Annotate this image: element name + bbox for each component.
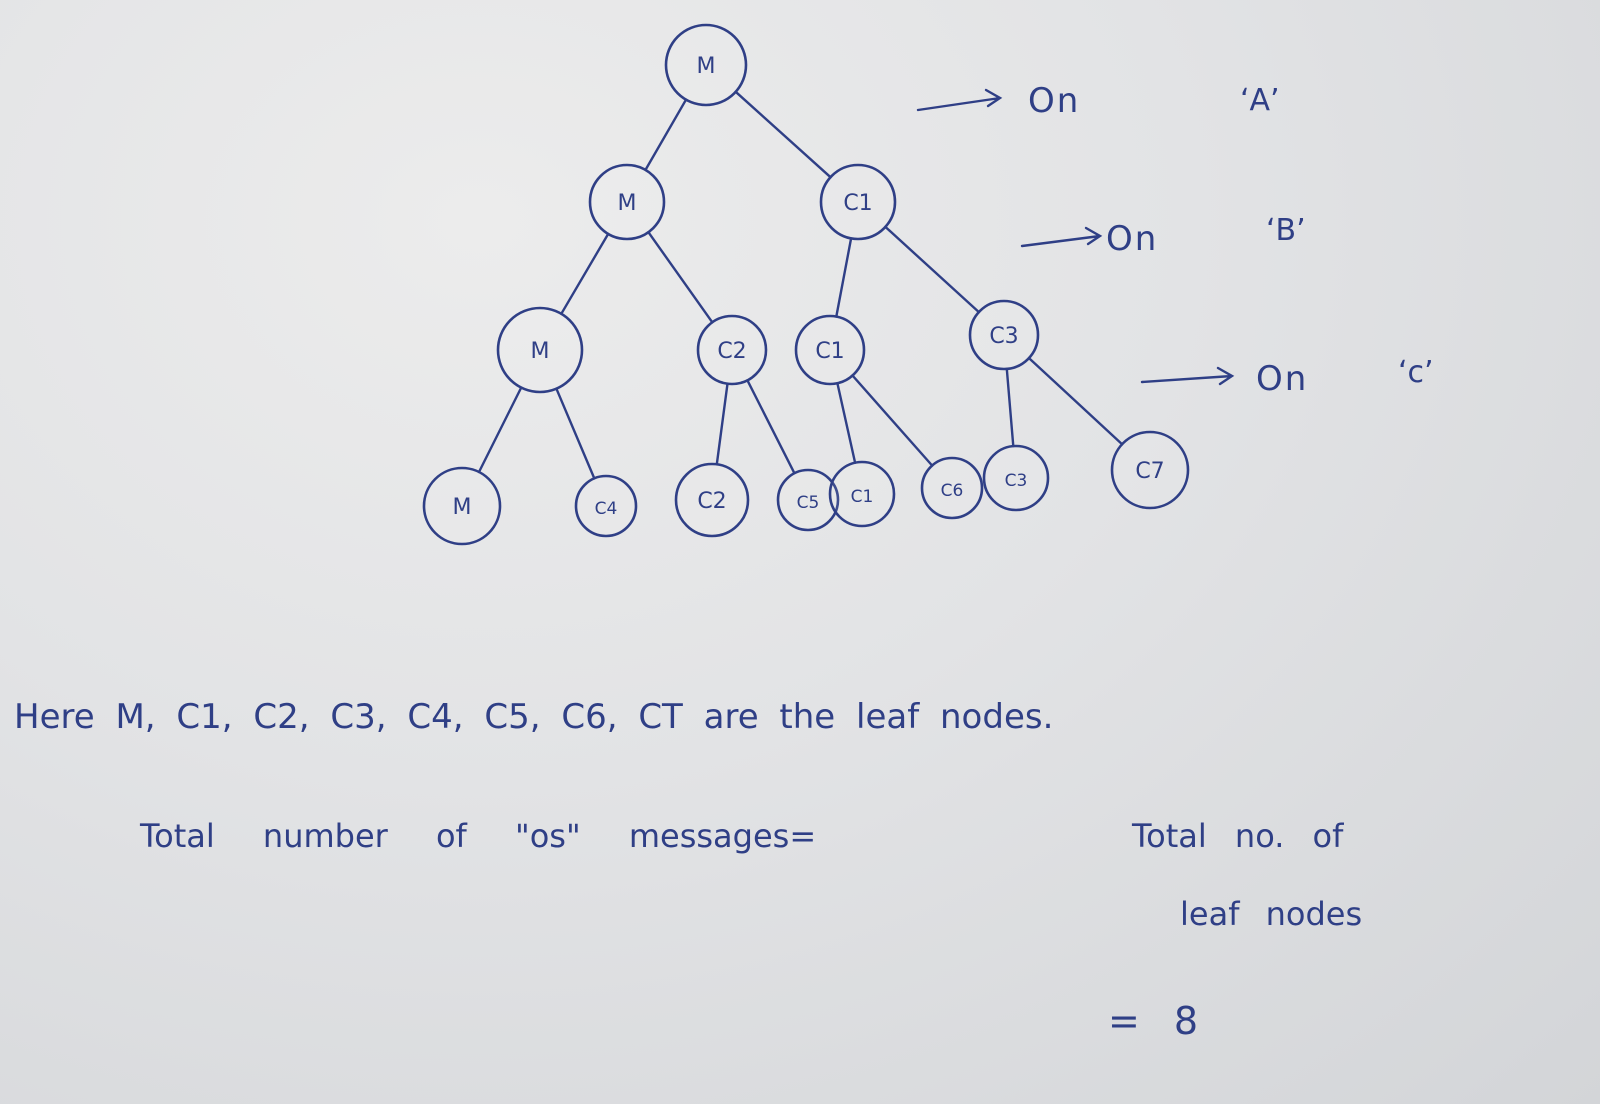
tree-edge — [477, 386, 523, 474]
tree-edge — [746, 379, 796, 475]
tree-node: M — [664, 23, 748, 107]
tree-node-circle — [422, 466, 502, 546]
arrow-icon — [1140, 366, 1235, 386]
result-value: = 8 — [1108, 999, 1199, 1043]
tree-node-label: C2 — [717, 339, 746, 364]
tree-node-circle — [920, 456, 984, 520]
tree-node-label: C3 — [1005, 471, 1028, 491]
arrow-icon — [916, 88, 1003, 112]
tree-node-circle — [776, 468, 840, 532]
tree-node: C3 — [968, 299, 1040, 371]
level-annotation-c: On ‘c’ — [1140, 355, 1434, 399]
tree-node-circle — [496, 306, 584, 394]
tree-node-label: C1 — [843, 191, 872, 216]
level-annotation-text: On — [1106, 219, 1158, 259]
tree-node-circle — [828, 460, 896, 528]
tree-node: C7 — [1110, 430, 1190, 510]
arrow-icon — [1020, 226, 1103, 248]
tree-node: C1 — [828, 460, 896, 528]
tree-node: C3 — [982, 444, 1050, 512]
level-annotation-quote: ‘A’ — [1240, 83, 1280, 118]
tree-node: C2 — [696, 314, 768, 386]
tree-node: M — [422, 466, 502, 546]
tree-node-label: M — [453, 495, 472, 520]
tree-node: C4 — [574, 474, 638, 538]
tree-edge — [1005, 367, 1015, 448]
tree-node: C5 — [776, 468, 840, 532]
tree-node: C1 — [794, 314, 866, 386]
tree-edge — [734, 90, 832, 179]
tree-node-circle — [664, 23, 748, 107]
tree-node-circle — [1110, 430, 1190, 510]
total-leaf-nodes-line-1: Total no. of — [1132, 817, 1344, 855]
tree-node-circle — [819, 163, 897, 241]
tree-node-circle — [794, 314, 866, 386]
tree-node-label: M — [697, 54, 716, 79]
tree-node: M — [588, 163, 666, 241]
tree-edge — [884, 225, 981, 314]
level-annotation-text: On — [1028, 81, 1080, 121]
tree-node-label: C5 — [797, 493, 820, 513]
tree-node: C6 — [920, 456, 984, 520]
tree-edge — [836, 382, 857, 464]
tree-edge — [851, 374, 934, 467]
tree-node-circle — [574, 474, 638, 538]
tree-node-circle — [674, 462, 750, 538]
total-leaf-nodes-line-2: leaf nodes — [1180, 895, 1363, 933]
tree-node-label: C7 — [1135, 459, 1164, 484]
tree-node-label: C6 — [941, 481, 964, 501]
tree-node-label: C3 — [989, 324, 1018, 349]
tree-node-label: C1 — [815, 339, 844, 364]
tree-edge — [560, 232, 610, 315]
level-annotation-quote: ‘B’ — [1266, 213, 1306, 248]
tree-edges — [477, 90, 1124, 480]
level-annotation-text: On — [1256, 359, 1308, 399]
tree-node-circle — [588, 163, 666, 241]
tree-edge — [1027, 356, 1124, 446]
tree-edge — [555, 387, 596, 480]
tree-edge — [835, 237, 853, 318]
tree-edge — [647, 230, 714, 324]
tree-node-circle — [968, 299, 1040, 371]
tree-node: C1 — [819, 163, 897, 241]
level-annotation-b: On ‘B’ — [1020, 213, 1306, 259]
tree-node: M — [496, 306, 584, 394]
tree-node-label: M — [531, 339, 550, 364]
tree-node-circle — [982, 444, 1050, 512]
tree-node: C2 — [674, 462, 750, 538]
level-annotation-a: On ‘A’ — [916, 81, 1280, 121]
tree-node-circle — [696, 314, 768, 386]
tree-node-label: M — [618, 191, 637, 216]
tree-node-label: C2 — [697, 489, 726, 514]
tree-node-label: C1 — [851, 487, 874, 507]
tree-edge — [715, 382, 729, 466]
total-messages-label: Total number of "os" messages= — [140, 817, 817, 855]
level-annotation-quote: ‘c’ — [1398, 355, 1434, 390]
tree-edge — [644, 98, 688, 172]
leaf-statement: Here M, C1, C2, C3, C4, C5, C6, CT are t… — [14, 697, 1054, 737]
tree-node-label: C4 — [595, 499, 618, 519]
